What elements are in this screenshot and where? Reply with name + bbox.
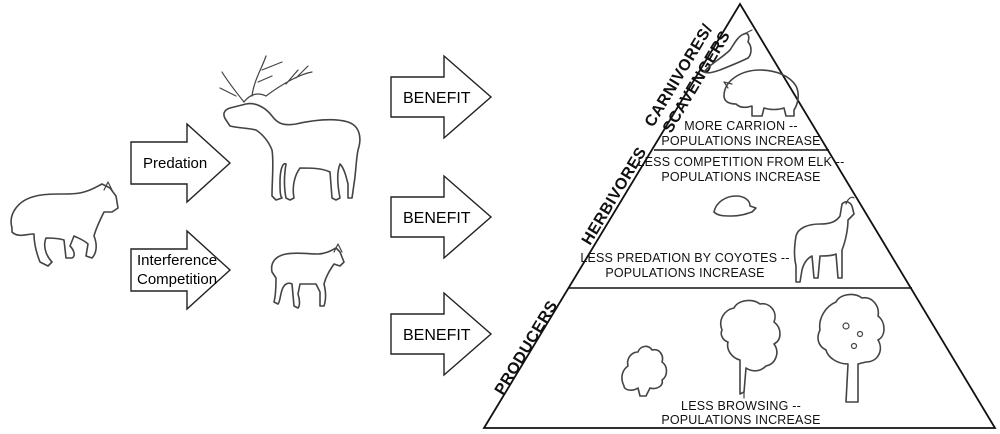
wolf-icon <box>10 181 119 267</box>
predation-label: Predation <box>143 155 207 172</box>
tier-herbivores-note-top-2: POPULATIONS INCREASE <box>661 170 820 184</box>
tier-carnivores-note-1: MORE CARRION -- <box>684 119 797 133</box>
tier-herbivores-note-top-1: LESS COMPETITION FROM ELK -- <box>637 155 844 169</box>
aspen-tree-icon <box>719 299 781 399</box>
benefit-arrow-bottom: BENEFIT <box>390 291 493 377</box>
tier-herbivores-note-bottom-1: LESS PREDATION BY COYOTES -- <box>580 251 789 265</box>
benefit-arrow-top: BENEFIT <box>390 54 493 140</box>
bear-icon <box>723 69 799 117</box>
benefit-label-top: BENEFIT <box>403 90 471 107</box>
pronghorn-icon <box>793 196 855 283</box>
interference-label: Interference <box>137 252 217 269</box>
benefit-label-bottom: BENEFIT <box>403 327 471 344</box>
predation-arrow: Predation <box>130 122 232 204</box>
competition-label: Competition <box>137 271 217 288</box>
interference-competition-arrow: Interference Competition <box>130 229 232 311</box>
benefit-arrow-middle: BENEFIT <box>390 174 493 260</box>
coyote-icon <box>270 243 345 309</box>
tier-herbivores-note-bottom-2: POPULATIONS INCREASE <box>605 266 764 280</box>
tier-carnivores-note-2: POPULATIONS INCREASE <box>661 134 820 148</box>
tier-producers-note-2: POPULATIONS INCREASE <box>661 413 820 427</box>
beaver-icon <box>713 195 757 217</box>
elk-icon <box>219 55 361 201</box>
tier-producers-note-1: LESS BROWSING -- <box>681 399 801 413</box>
benefit-label-middle: BENEFIT <box>403 210 471 227</box>
shrub-icon <box>621 345 668 397</box>
cottonwood-tree-icon <box>817 293 885 403</box>
eagle-icon <box>703 29 753 74</box>
